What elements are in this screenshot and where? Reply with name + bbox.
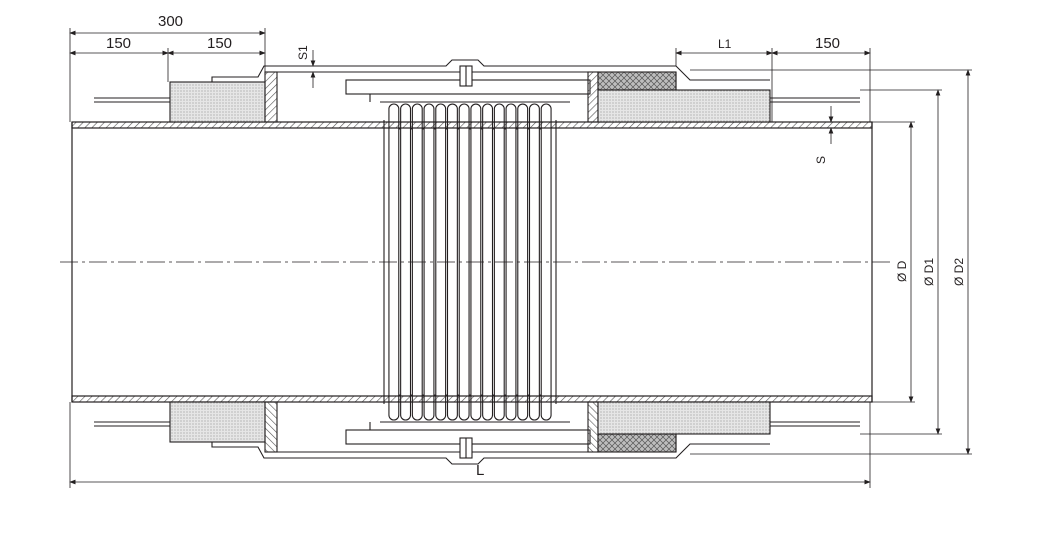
bellows-convolution xyxy=(388,103,400,421)
dim-150-left-b: 150 xyxy=(207,35,232,52)
bellows-convolution xyxy=(411,103,423,421)
dim-150-left-a: 150 xyxy=(106,35,131,52)
dim-l: L xyxy=(476,462,484,479)
bellows-convolution xyxy=(482,103,494,421)
dim-150-right: 150 xyxy=(815,35,840,52)
dim-d1: Ø D1 xyxy=(922,258,936,286)
bellows-convolution xyxy=(505,103,517,421)
dim-d: Ø D xyxy=(895,260,909,282)
dim-s: S xyxy=(814,156,828,164)
bellows-convolution xyxy=(528,103,540,421)
dim-s1: S1 xyxy=(296,45,310,60)
bellows-convolution xyxy=(517,103,529,421)
bellows-convolution xyxy=(493,103,505,421)
bellows-convolution xyxy=(446,103,458,421)
upper-assembly xyxy=(94,59,860,123)
dim-300: 300 xyxy=(158,13,183,30)
dim-l1: L1 xyxy=(718,37,732,51)
bellows-convolution xyxy=(470,103,482,421)
pipe xyxy=(71,121,873,403)
bellows-convolution xyxy=(435,103,447,421)
lower-assembly xyxy=(94,401,860,465)
dim-d2: Ø D2 xyxy=(952,258,966,286)
bellows-convolution xyxy=(400,103,412,421)
bellows-convolution xyxy=(540,103,552,421)
dimension-lines xyxy=(69,28,972,488)
bellows-convolution xyxy=(423,103,435,421)
bellows xyxy=(383,103,557,421)
bellows-convolution xyxy=(458,103,470,421)
